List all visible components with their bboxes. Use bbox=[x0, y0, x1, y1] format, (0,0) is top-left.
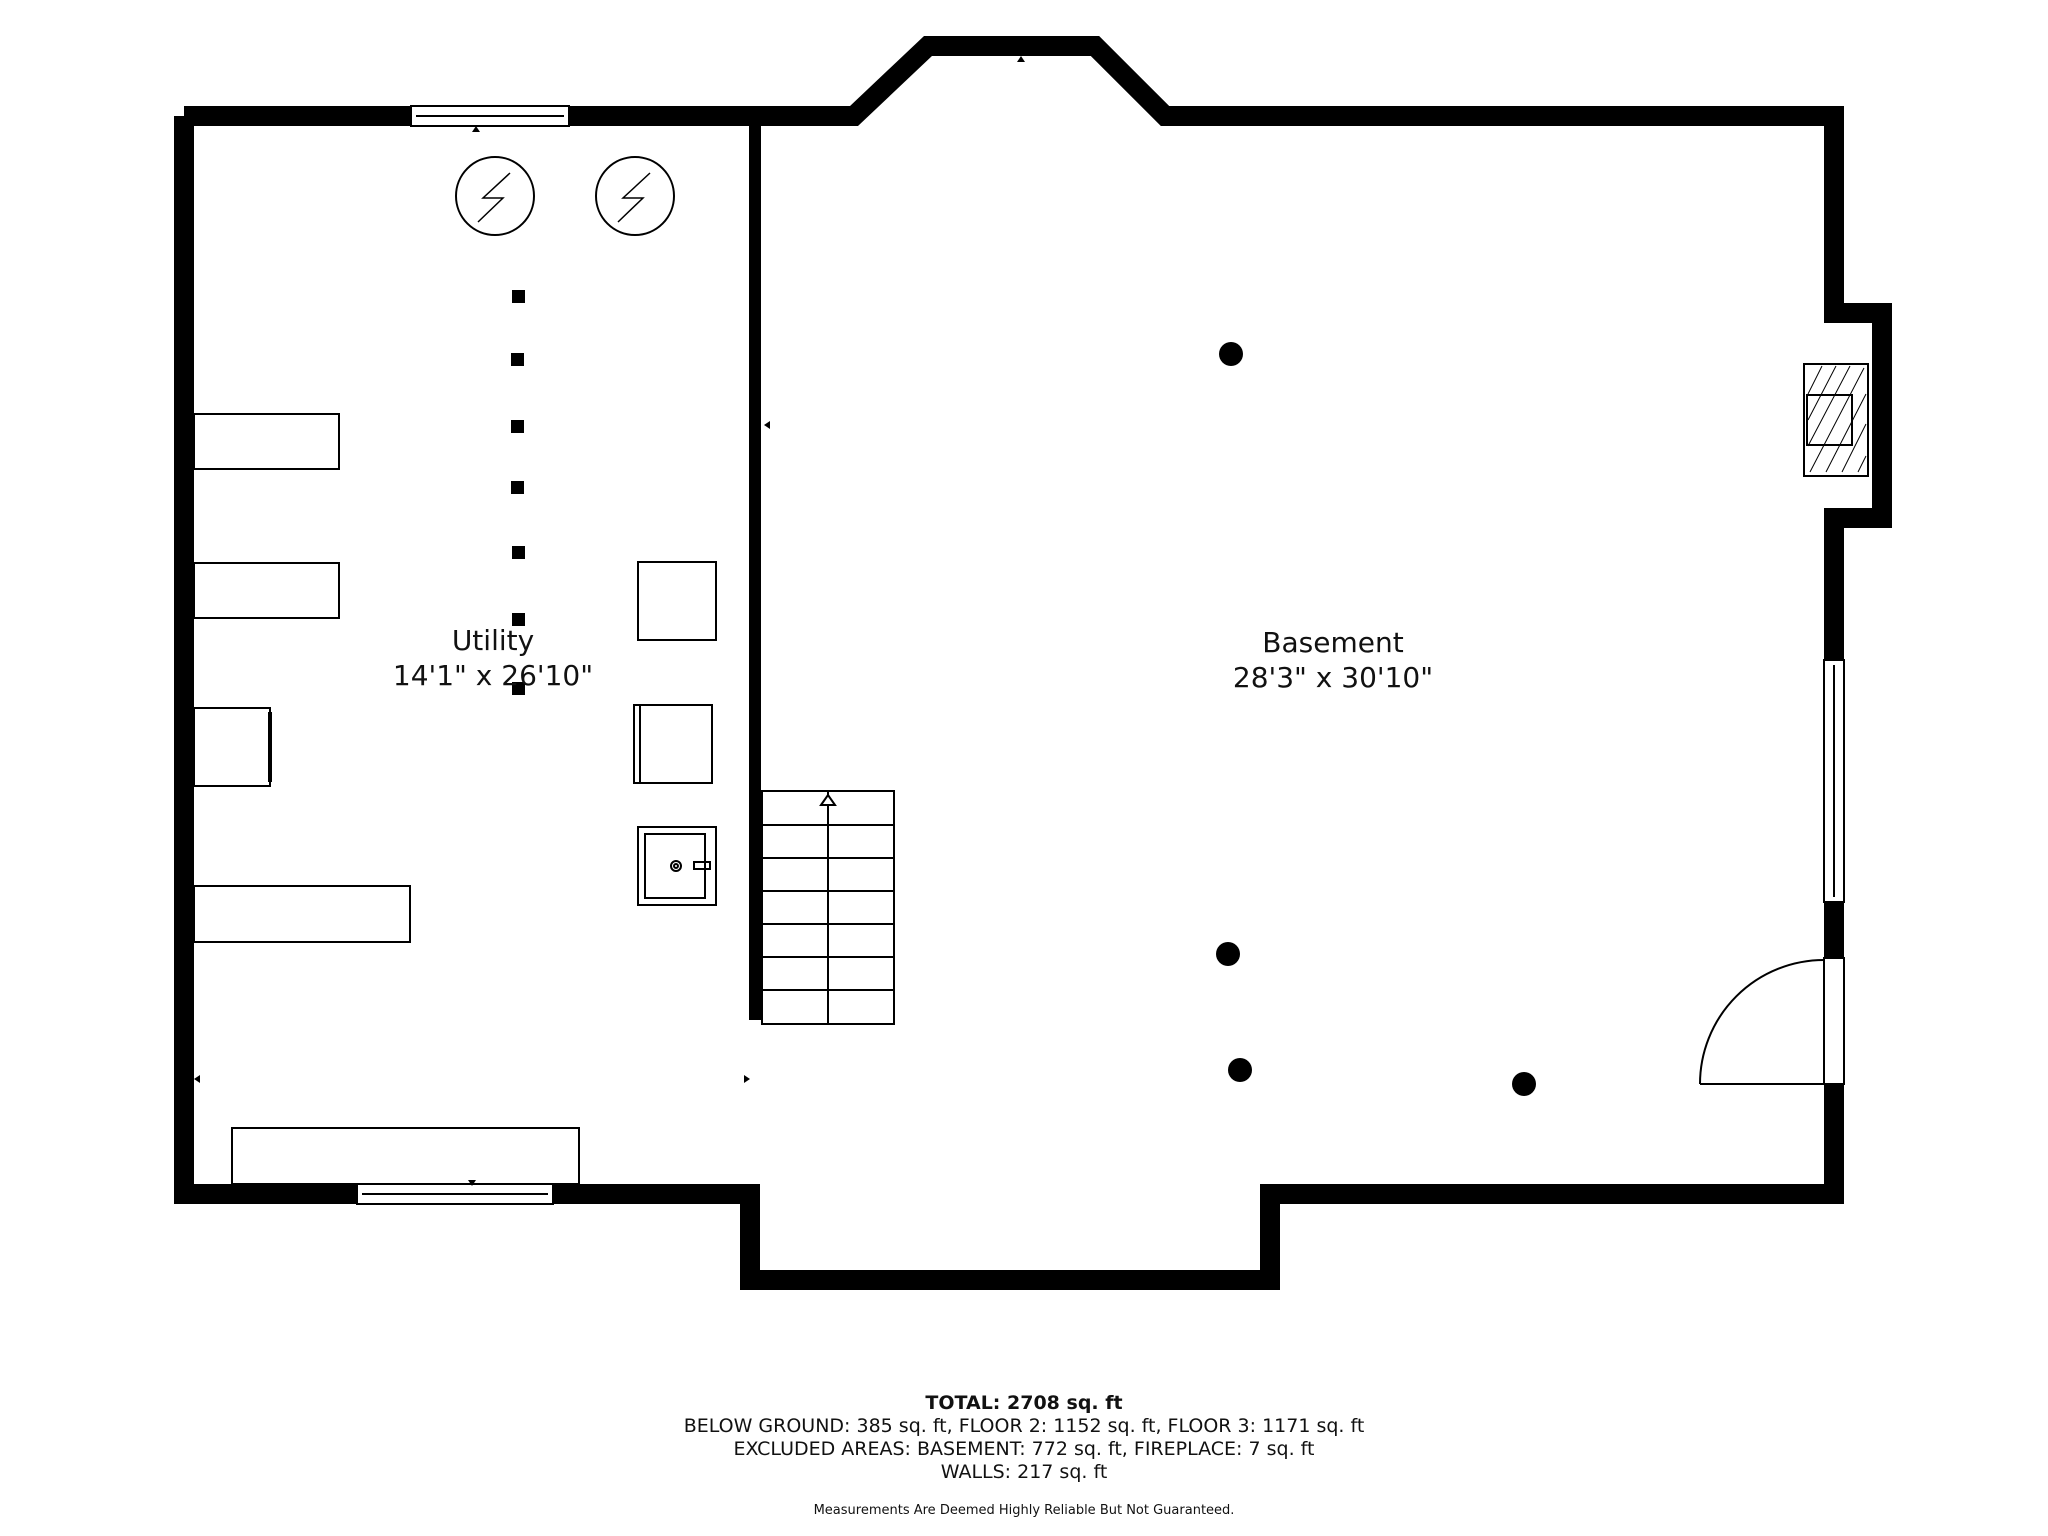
utility-sink bbox=[637, 826, 717, 906]
floor-areas: BELOW GROUND: 385 sq. ft, FLOOR 2: 1152 … bbox=[683, 1415, 1365, 1437]
door-swing bbox=[1699, 959, 1825, 1085]
basement-room-name: Basement bbox=[1262, 626, 1403, 659]
water-heater-icon bbox=[455, 156, 535, 236]
basement-room-dims: 28'3" x 30'10" bbox=[1233, 661, 1433, 694]
excluded-areas: EXCLUDED AREAS: BASEMENT: 772 sq. ft, FI… bbox=[733, 1438, 1315, 1460]
support-posts bbox=[511, 290, 525, 695]
disclaimer: Measurements Are Deemed Highly Reliable … bbox=[813, 1503, 1235, 1518]
dimension-markers bbox=[194, 56, 1886, 1276]
windows bbox=[356, 105, 1845, 1205]
water-heater-icon bbox=[595, 156, 675, 236]
bench-bottom bbox=[231, 1127, 580, 1185]
utility-room-name: Utility bbox=[452, 624, 534, 657]
shelf-2 bbox=[193, 562, 340, 619]
fireplace bbox=[1803, 363, 1869, 477]
walls-area: WALLS: 217 sq. ft bbox=[940, 1461, 1108, 1483]
utility-fixtures bbox=[193, 413, 717, 1185]
stairs bbox=[761, 790, 895, 1025]
shelf-1 bbox=[193, 413, 340, 470]
outer-walls bbox=[174, 36, 1892, 1290]
area-summary: TOTAL: 2708 sq. ft BELOW GROUND: 385 sq.… bbox=[0, 1392, 2048, 1518]
utility-room-dims: 14'1" x 26'10" bbox=[393, 659, 593, 692]
stair-arrow-icon bbox=[819, 793, 837, 806]
basement-columns bbox=[1216, 342, 1536, 1096]
shelf-3 bbox=[193, 707, 271, 787]
door-opening-right bbox=[1823, 957, 1845, 1085]
appliance-1 bbox=[637, 561, 717, 641]
appliance-2 bbox=[633, 704, 713, 784]
total-area: TOTAL: 2708 sq. ft bbox=[925, 1392, 1123, 1414]
counter bbox=[193, 885, 411, 943]
water-heaters bbox=[455, 156, 675, 236]
